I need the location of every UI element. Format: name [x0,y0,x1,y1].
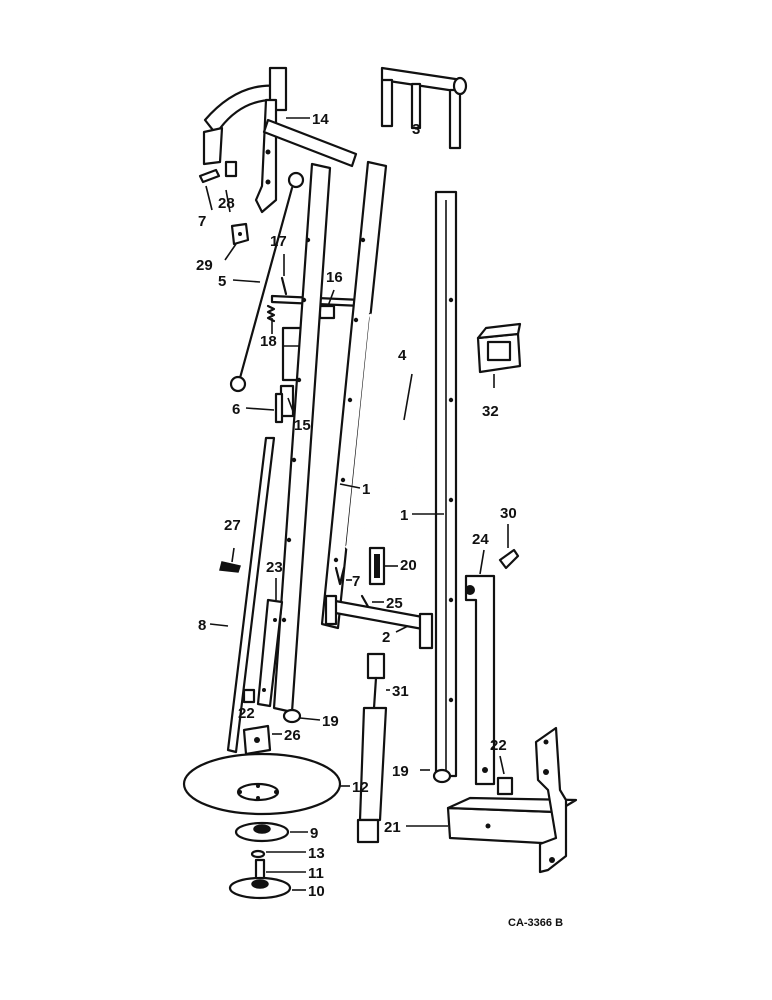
part-6-link [274,392,284,424]
callout-1-middle: 1 [362,481,370,498]
callout-19-right: 19 [392,763,409,780]
callout-16: 16 [326,269,343,286]
part-3-top-bracket [380,66,468,150]
callout-9: 9 [310,825,318,842]
part-8-rod [226,436,276,754]
part-10-base-plate [228,876,292,900]
callout-labels: 14 3 7 28 17 29 5 16 18 4 6 15 32 1 1 30… [196,111,563,929]
part-29-plate [230,222,250,246]
callout-18: 18 [260,333,277,350]
callout-10: 10 [308,883,325,900]
part-18-spring [266,304,276,323]
part-22-bushing-right [496,776,514,796]
reference-code: CA-3366 B [508,917,563,929]
callout-32: 32 [482,403,499,420]
callout-12: 12 [352,779,369,796]
part-7-clip-upper [198,168,221,184]
part-7-clip-lower [334,566,346,586]
part-27-bolt [219,561,241,573]
part-22-bushing-left [242,688,256,704]
callout-25: 25 [386,595,403,612]
callout-22-right: 22 [490,737,507,754]
part-19-spacer-left [282,708,302,724]
part-21-base-bracket [446,726,578,874]
part-13-washer [250,849,266,859]
part-23-flat-link [256,598,284,708]
callout-22-left: 22 [238,705,255,722]
callout-14: 14 [312,111,329,128]
callout-7-lower: 7 [352,573,360,590]
callout-8: 8 [198,617,206,634]
leader-lines [205,117,509,891]
part-1-channel-right [434,190,458,778]
callout-2: 2 [382,629,390,646]
part-14-arm-assembly [202,66,358,214]
part-31-gas-spring [356,652,388,844]
part-9-hub [234,821,290,843]
part-2-crossbar [324,594,434,650]
part-26-coupler [242,724,272,756]
callout-28: 28 [218,195,235,212]
callout-23: 23 [266,559,283,576]
callout-4: 4 [398,347,407,364]
callout-29: 29 [196,257,213,274]
part-30-clip [498,548,520,570]
part-16-bushing [318,304,336,320]
callout-13: 13 [308,845,325,862]
callout-1-right: 1 [400,507,408,524]
callout-24: 24 [472,531,489,548]
part-24-side-arm [464,574,496,786]
callout-17: 17 [270,233,287,250]
part-20-slotted-link [368,546,386,586]
part-32-box [476,322,522,374]
callout-21: 21 [384,819,401,836]
callout-30: 30 [500,505,517,522]
callout-11: 11 [308,865,324,882]
part-4-brace [344,312,422,550]
callout-27: 27 [224,517,241,534]
callout-31: 31 [392,683,409,700]
part-12-disc [182,752,342,816]
callout-7-upper: 7 [198,213,206,230]
part-5-link-rod [229,171,305,393]
part-17-pin [280,276,288,296]
callout-26: 26 [284,727,301,744]
callout-5: 5 [218,273,226,290]
part-1-channel-middle [320,160,388,630]
callout-6: 6 [232,401,240,418]
callout-19-left: 19 [322,713,339,730]
callout-3: 3 [412,121,420,138]
part-28-block [224,160,238,178]
callout-20: 20 [400,557,417,574]
callout-15: 15 [294,417,311,434]
part-19-spacer-right [432,768,452,784]
